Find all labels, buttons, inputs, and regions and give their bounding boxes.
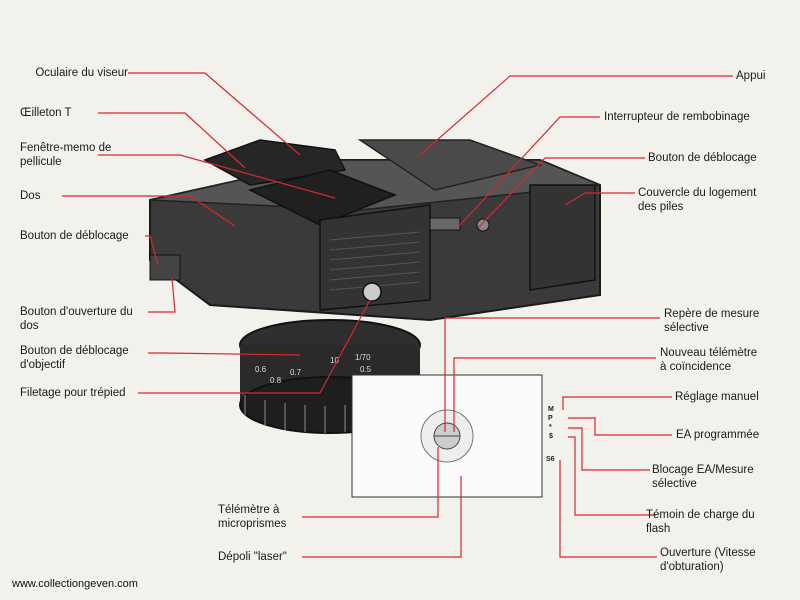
- label-dos: Dos: [20, 190, 41, 202]
- label-deblocage-objectif: Bouton de déblocage d'objectif: [20, 345, 129, 371]
- label-vitesse: Ouverture (Vitesse d'obturation): [660, 547, 756, 573]
- label-blocage: Blocage EA/Mesure sélective: [652, 464, 754, 490]
- grip: [357, 139, 543, 191]
- memo-window: [247, 169, 398, 226]
- indicator-lock: *: [549, 424, 552, 431]
- label-ea-programmee: EA programmée: [676, 429, 760, 441]
- label-telemetre-micro: Télémètre à microprismes: [218, 504, 287, 530]
- leader-lines: [62, 72, 733, 558]
- camera-body: [149, 139, 601, 322]
- label-depoli: Dépoli "laser": [218, 551, 287, 563]
- lens-scale-mark: 0.6: [255, 365, 267, 374]
- label-reglage-manuel: Réglage manuel: [675, 391, 759, 403]
- lens-scale-mark: 1/70: [355, 353, 371, 362]
- indicator-m: M: [548, 406, 554, 413]
- label-couvercle: Couvercle du logement des piles: [638, 187, 757, 213]
- viewfinder-display: [351, 374, 543, 498]
- label-bouton-ouverture-dos: Bouton d'ouverture du dos: [20, 306, 133, 332]
- tripod-socket: [362, 282, 382, 302]
- label-filetage: Filetage pour trépied: [20, 387, 126, 399]
- label-repere: Repère de mesure sélective: [664, 308, 760, 334]
- footer-url: www.collectiongeven.com: [12, 578, 138, 590]
- label-appui: Appui: [736, 70, 766, 82]
- label-interrupteur: Interrupteur de rembobinage: [604, 111, 750, 123]
- indicator-p: P: [548, 415, 553, 422]
- label-temoin: Témoin de charge du flash: [646, 509, 755, 535]
- label-oeilleton: Œilleton T: [20, 107, 72, 119]
- lens-scale-mark: 0.7: [290, 368, 302, 377]
- lens-scale-mark: 10: [330, 356, 339, 365]
- label-fenetre-memo: Fenêtre-memo de pellicule: [20, 142, 112, 168]
- lens-scale-mark: 0.5: [360, 365, 372, 374]
- label-oculaire: Oculaire du viseur: [35, 67, 128, 79]
- label-bouton-deblocage: Bouton de déblocage: [20, 230, 129, 242]
- label-bouton-deblocage-right: Bouton de déblocage: [648, 152, 757, 164]
- label-nouveau-telemetre: Nouveau télémètre à coïncidence: [660, 347, 758, 373]
- indicator-speed: S6: [546, 456, 555, 463]
- lens-scale-mark: 0.8: [270, 376, 282, 385]
- indicator-flash: $: [549, 433, 553, 440]
- eyepiece: [203, 139, 347, 186]
- battery-cover: [529, 184, 596, 291]
